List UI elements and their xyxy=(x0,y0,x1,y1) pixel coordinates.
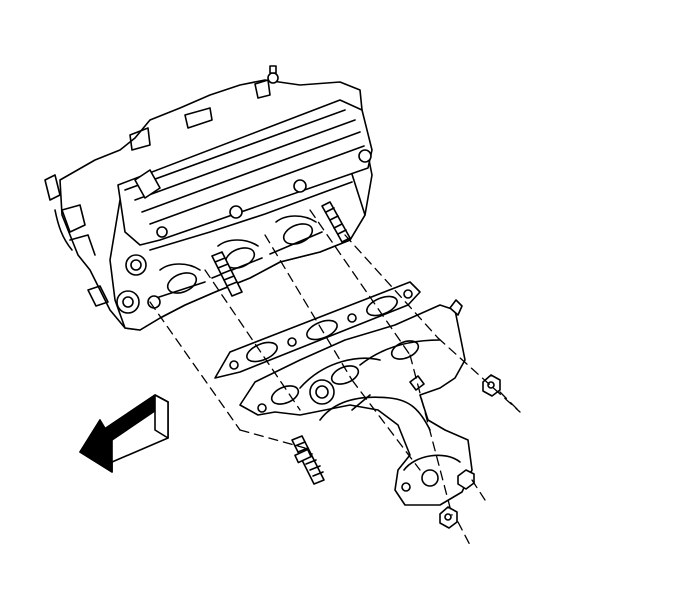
manifold-studs xyxy=(211,201,351,485)
alignment-lines xyxy=(149,209,521,546)
valve-cover xyxy=(117,65,373,251)
exhaust-manifold-gasket xyxy=(214,281,421,379)
front-direction-arrow xyxy=(79,394,169,473)
exhaust-manifold xyxy=(239,299,475,506)
